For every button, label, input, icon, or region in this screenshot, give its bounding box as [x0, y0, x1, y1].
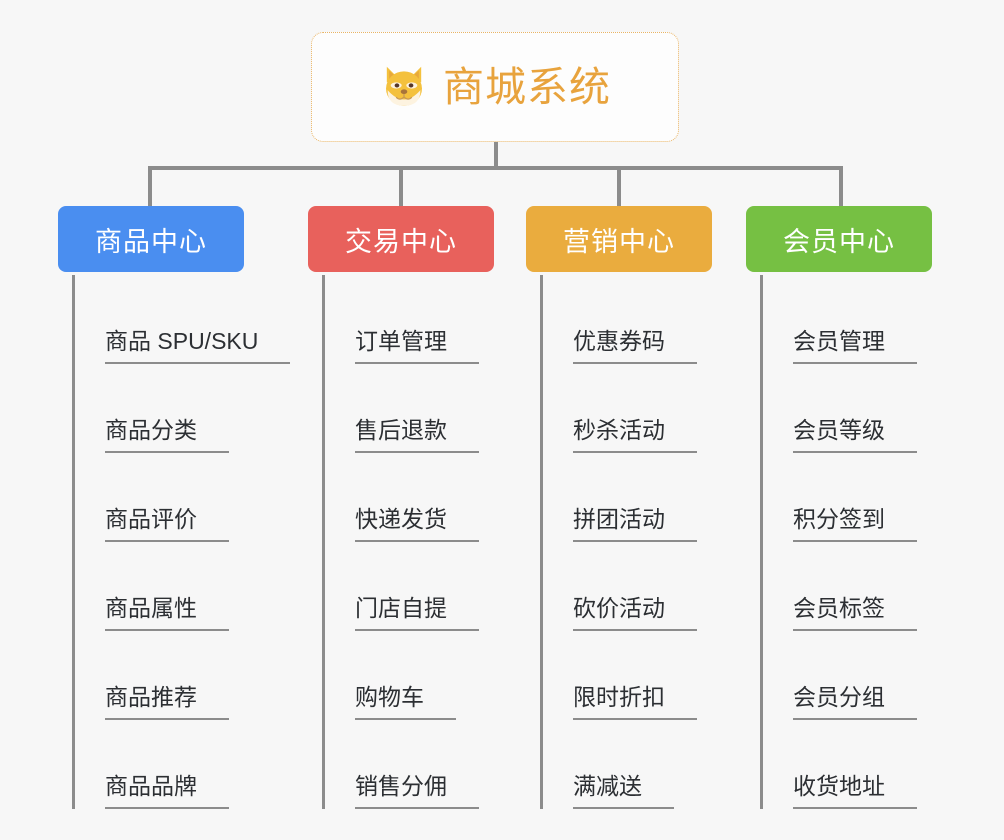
connector-drop-2: [399, 166, 403, 206]
category-label: 会员中心: [783, 226, 895, 257]
list-item[interactable]: 购物车: [325, 631, 494, 720]
list-item[interactable]: 快递发货: [325, 453, 494, 542]
list-item[interactable]: 商品品牌: [75, 720, 244, 809]
leaf-label: 收货地址: [793, 773, 917, 809]
list-item[interactable]: 商品分类: [75, 364, 244, 453]
leaf-label: 商品 SPU/SKU: [105, 328, 291, 364]
category-box-marketing-center[interactable]: 营销中心: [526, 206, 712, 272]
list-item[interactable]: 限时折扣: [543, 631, 712, 720]
list-item[interactable]: 砍价活动: [543, 542, 712, 631]
leaf-list-member-center: 会员管理 会员等级 积分签到 会员标签 会员分组 收货地址: [760, 275, 932, 809]
list-item[interactable]: 销售分佣: [325, 720, 494, 809]
leaf-label: 商品推荐: [105, 684, 229, 720]
leaf-list-trade-center: 订单管理 售后退款 快递发货 门店自提 购物车 销售分佣: [322, 275, 494, 809]
list-item[interactable]: 商品推荐: [75, 631, 244, 720]
leaf-label: 会员等级: [793, 417, 917, 453]
list-item[interactable]: 收货地址: [763, 720, 932, 809]
connector-drop-3: [617, 166, 621, 206]
list-item[interactable]: 会员管理: [763, 275, 932, 364]
leaf-label: 商品分类: [105, 417, 229, 453]
leaf-label: 购物车: [355, 684, 456, 720]
list-item[interactable]: 门店自提: [325, 542, 494, 631]
leaf-label: 限时折扣: [573, 684, 697, 720]
leaf-label: 快递发货: [355, 506, 479, 542]
root-title: 商城系统: [443, 63, 611, 110]
shiba-dog-face-icon: [379, 62, 429, 112]
list-item[interactable]: 会员等级: [763, 364, 932, 453]
branch-product-center: 商品中心 商品 SPU/SKU 商品分类 商品评价 商品属性 商品推荐 商品品牌: [58, 206, 291, 809]
category-box-product-center[interactable]: 商品中心: [58, 206, 244, 272]
leaf-label: 门店自提: [355, 595, 479, 631]
leaf-label: 砍价活动: [573, 595, 697, 631]
leaf-label: 优惠券码: [573, 328, 697, 364]
list-item[interactable]: 订单管理: [325, 275, 494, 364]
branch-trade-center: 交易中心 订单管理 售后退款 快递发货 门店自提 购物车 销售分佣: [308, 206, 494, 809]
leaf-list-product-center: 商品 SPU/SKU 商品分类 商品评价 商品属性 商品推荐 商品品牌: [72, 275, 291, 809]
root-node[interactable]: 商城系统: [311, 32, 679, 142]
leaf-label: 会员分组: [793, 684, 917, 720]
connector-horizontal-bar: [148, 166, 843, 170]
list-item[interactable]: 商品 SPU/SKU: [75, 275, 291, 364]
category-box-trade-center[interactable]: 交易中心: [308, 206, 494, 272]
leaf-label: 会员标签: [793, 595, 917, 631]
list-item[interactable]: 秒杀活动: [543, 364, 712, 453]
leaf-list-marketing-center: 优惠券码 秒杀活动 拼团活动 砍价活动 限时折扣 满减送: [540, 275, 712, 809]
branch-marketing-center: 营销中心 优惠券码 秒杀活动 拼团活动 砍价活动 限时折扣 满减送: [526, 206, 712, 809]
connector-root-stem: [494, 142, 498, 168]
category-label: 营销中心: [563, 226, 675, 257]
list-item[interactable]: 拼团活动: [543, 453, 712, 542]
list-item[interactable]: 优惠券码: [543, 275, 712, 364]
list-item[interactable]: 会员标签: [763, 542, 932, 631]
connector-drop-4: [839, 166, 843, 206]
leaf-label: 满减送: [573, 773, 674, 809]
category-label: 交易中心: [345, 226, 457, 257]
category-label: 商品中心: [95, 226, 207, 257]
leaf-label: 商品评价: [105, 506, 229, 542]
connector-drop-1: [148, 166, 152, 206]
list-item[interactable]: 会员分组: [763, 631, 932, 720]
leaf-label: 商品品牌: [105, 773, 229, 809]
list-item[interactable]: 满减送: [543, 720, 712, 809]
list-item[interactable]: 商品评价: [75, 453, 244, 542]
list-item[interactable]: 商品属性: [75, 542, 244, 631]
leaf-label: 订单管理: [355, 328, 479, 364]
leaf-label: 售后退款: [355, 417, 479, 453]
category-box-member-center[interactable]: 会员中心: [746, 206, 932, 272]
branch-member-center: 会员中心 会员管理 会员等级 积分签到 会员标签 会员分组 收货地址: [746, 206, 932, 809]
leaf-label: 秒杀活动: [573, 417, 697, 453]
list-item[interactable]: 积分签到: [763, 453, 932, 542]
leaf-label: 会员管理: [793, 328, 917, 364]
leaf-label: 积分签到: [793, 506, 917, 542]
leaf-label: 拼团活动: [573, 506, 697, 542]
list-item[interactable]: 售后退款: [325, 364, 494, 453]
leaf-label: 商品属性: [105, 595, 229, 631]
leaf-label: 销售分佣: [355, 773, 479, 809]
